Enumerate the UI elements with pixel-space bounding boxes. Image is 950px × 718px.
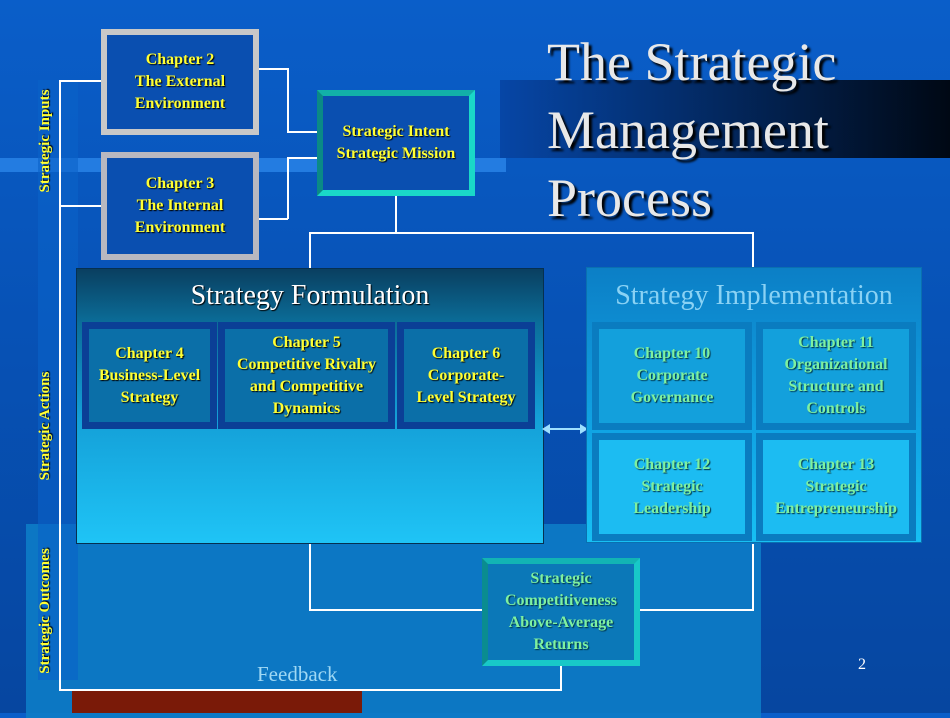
connector — [752, 544, 754, 610]
implementation-heading: Strategy Implementation — [615, 280, 893, 311]
strategic-outcomes-label: Strategic Outcomes — [37, 548, 53, 674]
title-line-3: Process — [547, 168, 712, 228]
chapter-10-line: Chapter 10 — [633, 345, 711, 362]
chapter-12-line: Leadership — [633, 500, 711, 517]
chapter-13-box: Chapter 13 Strategic Entrepreneurship — [756, 433, 916, 541]
chapter-3-line: The Internal — [136, 197, 224, 214]
strategic-competitiveness-box: Strategic Competitiveness Above-Average … — [482, 558, 640, 666]
connector — [309, 232, 311, 270]
chapter-6-line: Corporate- — [427, 366, 505, 384]
chapter-13-line: Chapter 13 — [797, 456, 875, 473]
strategic-intent-box: Strategic Intent Strategic Mission — [317, 90, 475, 196]
connector — [309, 232, 754, 234]
chapter-10-box: Chapter 10 Corporate Governance — [592, 322, 752, 430]
chapter-2-line: The External — [134, 73, 226, 90]
outcome-line: Above-Average — [508, 614, 614, 631]
page-number: 2 — [858, 656, 866, 673]
chapter-11-line: Structure and — [788, 378, 884, 395]
connector — [59, 689, 562, 691]
left-feedback-line — [59, 80, 61, 690]
connector — [287, 131, 319, 133]
chapter-5-line: Competitive Rivalry — [236, 355, 377, 373]
intent-line: Strategic Mission — [336, 145, 456, 162]
chapter-11-line: Chapter 11 — [798, 334, 874, 351]
chapter-10-line: Governance — [630, 389, 714, 406]
double-arrow-icon — [542, 424, 588, 434]
outcome-line: Strategic — [530, 570, 592, 587]
chapter-4-line: Business-Level — [98, 366, 201, 384]
connector — [287, 68, 289, 132]
dark-band — [500, 80, 950, 158]
page-title: The Strategic Management Process — [547, 28, 836, 232]
connector — [287, 157, 319, 159]
chapter-11-line: Organizational — [784, 356, 888, 373]
chapter-11-line: Controls — [806, 400, 866, 417]
chapter-12-line: Chapter 12 — [633, 456, 711, 473]
connector — [258, 218, 288, 220]
chapter-2-line: Environment — [134, 95, 226, 112]
chapter-2-box: Chapter 2 The External Environment — [101, 29, 259, 135]
chapter-10-line: Corporate — [636, 367, 708, 384]
strategic-inputs-label: Strategic Inputs — [37, 89, 53, 193]
chapter-3-box: Chapter 3 The Internal Environment — [101, 152, 259, 260]
chapter-5-line: and Competitive — [249, 377, 364, 395]
chapter-12-line: Strategic — [641, 478, 703, 495]
connector — [59, 80, 103, 82]
connector — [560, 666, 562, 691]
chapter-6-line: Level Strategy — [416, 388, 516, 406]
chapter-11-box: Chapter 11 Organizational Structure and … — [756, 322, 916, 430]
chapter-4-line: Chapter 4 — [115, 344, 184, 362]
title-line-2: Management — [547, 100, 829, 160]
chapter-3-line: Chapter 3 — [145, 175, 215, 192]
connector — [59, 205, 103, 207]
chapter-6-box: Chapter 6 Corporate- Level Strategy — [397, 322, 535, 429]
feedback-label: Feedback — [257, 662, 338, 686]
bottom-red-band — [72, 690, 362, 713]
chapter-3-line: Environment — [134, 219, 226, 236]
chapter-6-line: Chapter 6 — [431, 344, 501, 362]
left-band — [38, 80, 78, 680]
chapter-4-box: Chapter 4 Business-Level Strategy — [82, 322, 217, 429]
connector — [258, 68, 288, 70]
outcome-line: Competitiveness — [505, 592, 617, 609]
connector — [309, 544, 311, 610]
strategic-actions-label: Strategic Actions — [37, 371, 53, 481]
chapter-5-line: Dynamics — [272, 399, 341, 417]
chapter-4-line: Strategy — [120, 388, 179, 406]
connector — [395, 195, 397, 233]
outcome-line: Returns — [533, 636, 589, 653]
chapter-13-line: Strategic — [805, 478, 867, 495]
title-line-1: The Strategic — [547, 32, 837, 92]
chapter-12-box: Chapter 12 Strategic Leadership — [592, 433, 752, 541]
chapter-5-line: Chapter 5 — [272, 333, 341, 351]
connector — [287, 158, 289, 219]
chapter-13-line: Entrepreneurship — [774, 500, 898, 517]
chapter-5-box: Chapter 5 Competitive Rivalry and Compet… — [218, 322, 395, 429]
formulation-heading: Strategy Formulation — [190, 280, 430, 311]
connector — [638, 609, 754, 611]
chapter-2-line: Chapter 2 — [145, 51, 215, 68]
connector — [752, 232, 754, 268]
connector — [309, 609, 485, 611]
intent-line: Strategic Intent — [342, 123, 450, 140]
